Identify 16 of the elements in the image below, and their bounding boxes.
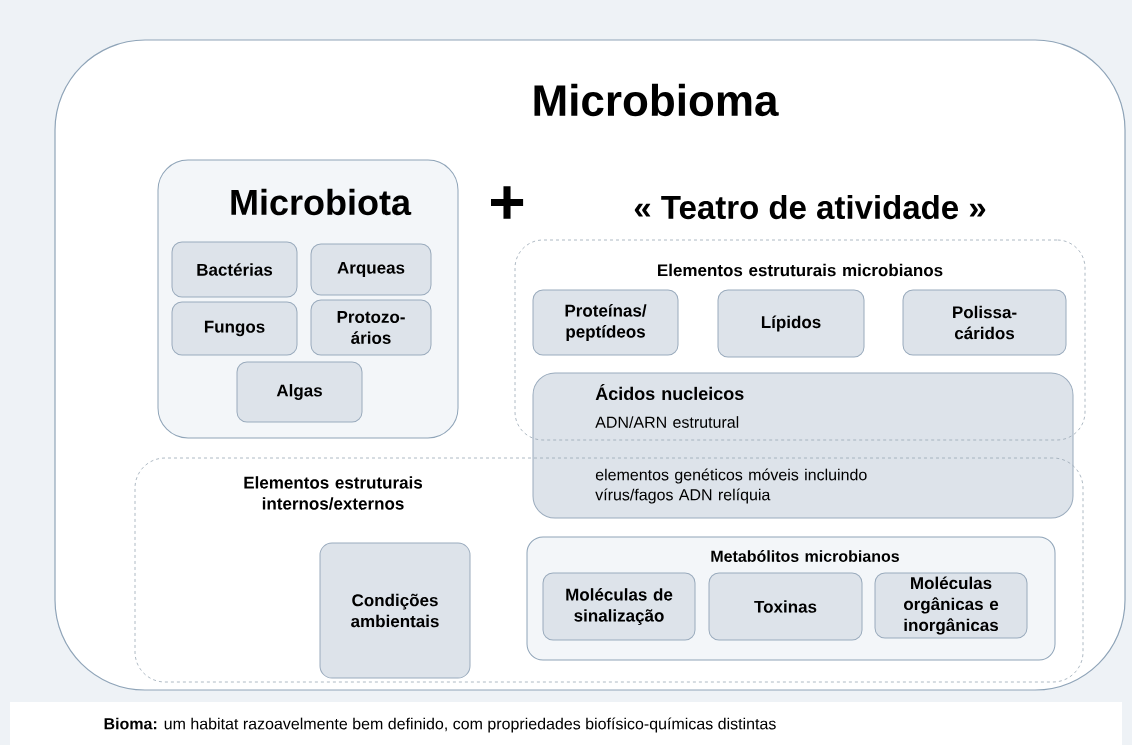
category-box: Condições ambientais (319, 542, 471, 679)
subtitle-text: « Teatro de atividade » (634, 194, 986, 220)
category-box: Arqueas (310, 243, 432, 296)
category-box: Lípidos (717, 289, 865, 358)
category-box: Fungos (171, 301, 298, 356)
plus-sign: + (491, 186, 524, 219)
category-box: Toxinas (708, 572, 863, 641)
category-box: Proteínas/ peptídeos (532, 289, 679, 356)
category-box: Protozo- ários (310, 299, 432, 356)
category-box: Moléculas orgânicas e inorgânicas (874, 572, 1028, 639)
category-box: Algas (236, 361, 363, 423)
category-box: Polissa- cáridos (902, 289, 1067, 356)
category-box: Ácidos nucleicos ADN/ARN estrutural elementos genéticos móveis incluindo vírus/fagos ADN relíquia (532, 372, 1074, 519)
category-box: Moléculas de sinalização (542, 572, 696, 641)
category-box: Bactérias (171, 241, 298, 298)
caption-text: Bioma: um habitat razoavelmente bem definido, com propriedades biofísico-químicas distintas (10, 702, 1122, 745)
